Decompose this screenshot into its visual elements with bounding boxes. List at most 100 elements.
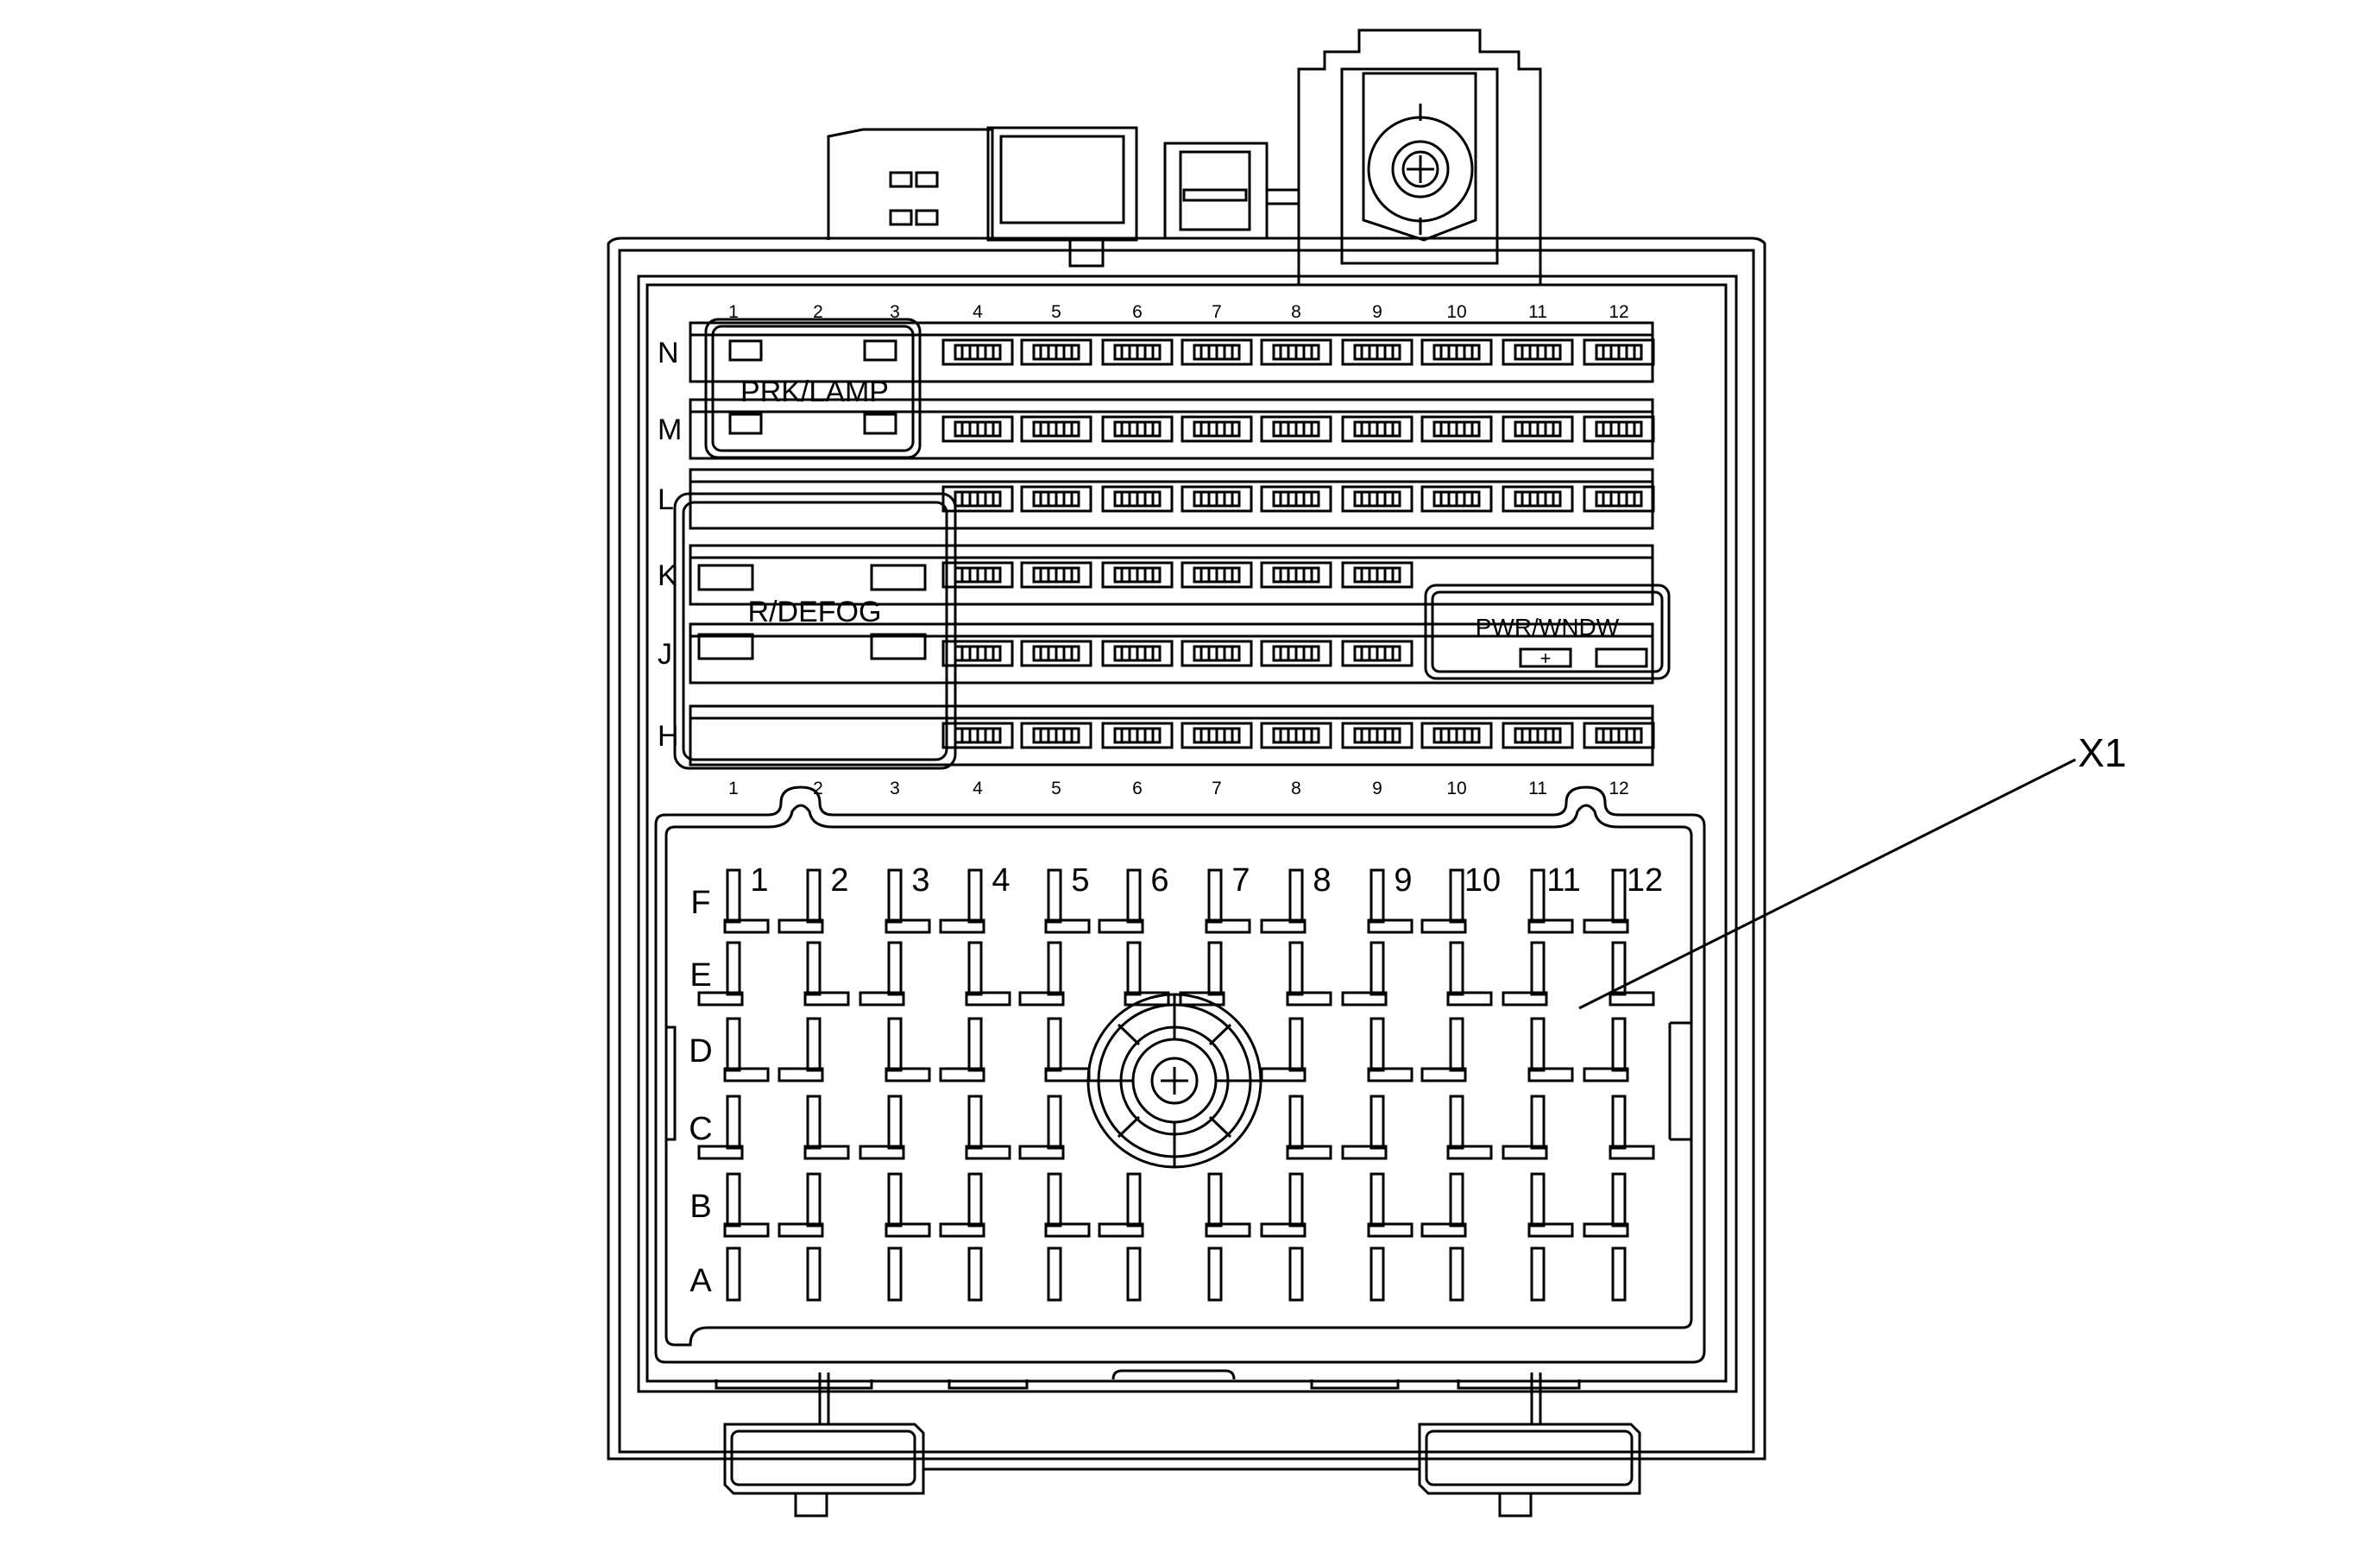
fuse-column-label-top: 4 (973, 302, 983, 322)
mini-fuse (1341, 338, 1414, 366)
x1-callout-label: X1 (2078, 730, 2126, 775)
connector-pin (1044, 1017, 1091, 1082)
connector-pin (1369, 1246, 1385, 1302)
connector-x1 (654, 786, 1706, 1364)
connector-pin (965, 1095, 1011, 1160)
fuse-row-label: K (658, 559, 677, 592)
battery-stud-terminal (1297, 28, 1542, 287)
fuse-row-band (689, 544, 1654, 606)
connector-pin (967, 1246, 983, 1302)
fuse-column-label-bottom: 3 (890, 779, 900, 798)
mini-fuse (1020, 338, 1092, 366)
fuse-column-label-top: 10 (1446, 302, 1466, 322)
connector-pin (1044, 1172, 1091, 1238)
fuse-column-label-top: 6 (1132, 302, 1143, 322)
mini-fuse (1583, 338, 1655, 366)
connector-column-label: 6 (1150, 862, 1168, 899)
connector-pin (965, 941, 1011, 1007)
fuse-column-label-top: 1 (728, 302, 739, 322)
fuse-column-label-bottom: 9 (1372, 779, 1382, 798)
connector-pin (885, 1017, 931, 1082)
connector-pin (1527, 1017, 1574, 1082)
circuit-breaker-pwr-wndw (1424, 584, 1671, 680)
connector-pin (1126, 1246, 1142, 1302)
mini-fuse (1502, 485, 1574, 513)
fuse-column-label-top: 3 (890, 302, 900, 322)
connector-pin (1047, 1246, 1062, 1302)
mini-fuse (941, 722, 1014, 749)
connector-pin (803, 941, 850, 1007)
circuit-breaker-pwr-wndw-label: PWR/WNDW (1476, 614, 1620, 641)
bottom-tabs (715, 1369, 1581, 1471)
connector-pin (939, 1017, 985, 1082)
connector-pin (1530, 1246, 1546, 1302)
mini-fuse (1583, 722, 1655, 749)
top-connector-left (827, 128, 994, 240)
fuse-row-label: N (658, 337, 679, 369)
fuse-column-label-top: 11 (1528, 302, 1547, 322)
connector-pin (1446, 941, 1493, 1007)
connector-pin (1420, 868, 1467, 934)
connector-pin (885, 1172, 931, 1238)
connector-pin (1044, 868, 1091, 934)
connector-row-label: D (689, 1033, 712, 1070)
connector-pin (726, 1246, 741, 1302)
connector-pin (1260, 1172, 1306, 1238)
top-fuse-holder (986, 126, 1299, 268)
mini-fuse (1020, 722, 1092, 749)
mini-fuse (1020, 561, 1092, 589)
fuse-column-label-bottom: 12 (1609, 779, 1628, 798)
connector-column-label: 11 (1546, 862, 1580, 899)
connector-pin (1341, 941, 1388, 1007)
connector-pin (1124, 941, 1170, 1007)
connector-pin (1018, 1095, 1065, 1160)
mini-fuse (1181, 338, 1253, 366)
connector-pin (1367, 1017, 1414, 1082)
connector-row-label: F (690, 885, 710, 921)
mini-fuse (1341, 722, 1414, 749)
mini-fuse (1341, 485, 1414, 513)
mini-fuse (1181, 561, 1253, 589)
connector-column-label: 8 (1313, 862, 1331, 899)
connector-pin (723, 1017, 770, 1082)
mini-fuse (941, 485, 1014, 513)
connector-pin (887, 1246, 903, 1302)
mini-fuse (1502, 338, 1574, 366)
mini-fuse (1101, 561, 1174, 589)
fuse-block-housing (607, 237, 1766, 1461)
connector-row-label: E (689, 957, 711, 994)
connector-row-label: C (689, 1111, 712, 1147)
x1-leader-line (1578, 758, 2076, 1010)
connector-pin (859, 941, 905, 1007)
connector-column-label: 7 (1231, 862, 1250, 899)
connector-column-label: 4 (992, 862, 1010, 899)
mini-fuse (1181, 415, 1253, 443)
mini-fuse (1101, 415, 1174, 443)
mini-fuse (941, 561, 1014, 589)
mini-fuse (1260, 338, 1332, 366)
connector-pin (939, 868, 985, 934)
fuse-column-label-top: 2 (813, 302, 823, 322)
connector-column-label: 9 (1394, 862, 1412, 899)
mini-fuse (1020, 415, 1092, 443)
fuse-column-label-bottom: 7 (1212, 779, 1222, 798)
mini-fuse (1260, 640, 1332, 667)
fuse-column-label-top: 5 (1051, 302, 1061, 322)
connector-column-label: 1 (750, 862, 768, 899)
fuse-column-label-bottom: 6 (1132, 779, 1143, 798)
mini-fuse (941, 415, 1014, 443)
mini-fuse (1420, 338, 1493, 366)
center-bolt (1086, 993, 1262, 1169)
fuse-row-label: L (658, 483, 674, 516)
fuse-column-label-bottom: 5 (1051, 779, 1061, 798)
mini-fuse (941, 640, 1014, 667)
connector-column-label: 3 (911, 862, 929, 899)
connector-pin (1205, 868, 1251, 934)
mini-fuse (1101, 640, 1174, 667)
fuse-row-label: J (658, 638, 672, 671)
mini-fuse (1420, 485, 1493, 513)
mini-fuse (1260, 561, 1332, 589)
mini-fuse (1181, 722, 1253, 749)
